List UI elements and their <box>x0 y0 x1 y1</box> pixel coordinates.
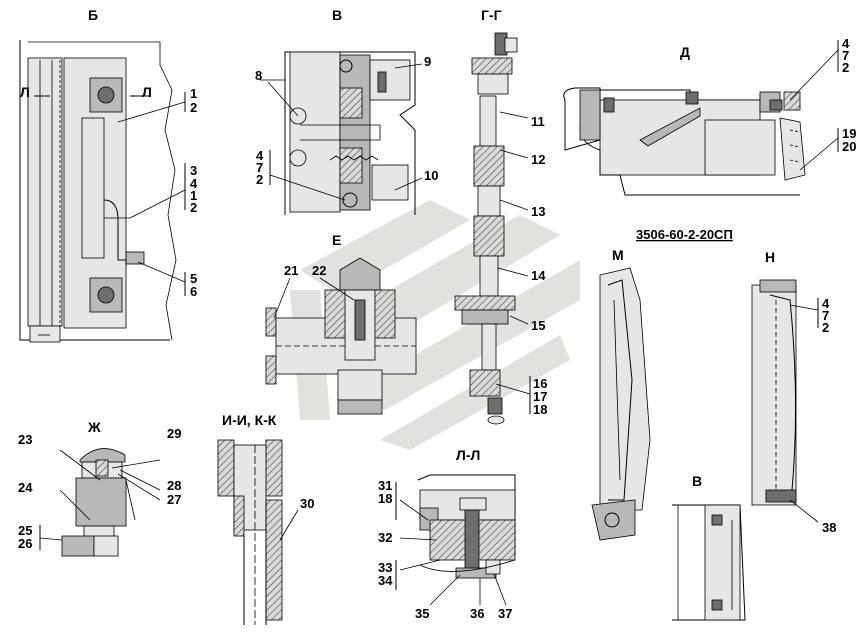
view-title-v: В <box>332 7 342 23</box>
callout-29: 29 <box>167 426 181 441</box>
callout-1-b: 1 <box>190 86 197 101</box>
callout-2-b2: 2 <box>190 200 197 215</box>
view-m-panel <box>591 267 651 541</box>
callout-26: 26 <box>18 536 32 551</box>
callout-31: 31 <box>378 478 392 493</box>
callout-4-n: 4 <box>822 296 830 311</box>
view-gg-shaft <box>454 32 531 425</box>
callout-34: 34 <box>378 573 393 588</box>
callout-19: 19 <box>842 126 856 141</box>
callout-37: 37 <box>498 606 512 621</box>
callout-4-v: 4 <box>256 148 264 163</box>
callout-8: 8 <box>255 68 262 83</box>
view-title-ll: Л-Л <box>456 447 480 463</box>
view-b-radiator <box>19 40 186 343</box>
view-ii-kk-pipe <box>217 439 299 625</box>
view-d-frame <box>563 40 839 196</box>
callout-32: 32 <box>378 530 392 545</box>
callout-7-n: 7 <box>822 308 829 323</box>
view-title-e: Е <box>332 232 341 248</box>
callout-11: 11 <box>531 114 545 129</box>
callout-2-v: 2 <box>256 172 263 187</box>
view-title-b: Б <box>88 7 98 23</box>
view-title-gg: Г-Г <box>481 7 502 23</box>
callout-2-n: 2 <box>822 320 829 335</box>
callout-4-d: 4 <box>842 36 850 51</box>
view-n-panel <box>751 279 819 523</box>
callout-7-d: 7 <box>842 48 849 63</box>
view-title-ii-kk: И-И, К-К <box>222 412 277 428</box>
view-title-m: М <box>612 247 624 263</box>
section-mark-l-right: Л <box>142 84 152 100</box>
callout-21: 21 <box>284 263 298 278</box>
callout-6: 6 <box>190 284 197 299</box>
view-zh-valve <box>39 448 161 557</box>
callout-15: 15 <box>531 318 545 333</box>
callout-14: 14 <box>531 268 546 283</box>
view-title-v2: В <box>692 473 702 489</box>
view-ll-mount <box>395 474 516 606</box>
callout-30: 30 <box>300 496 314 511</box>
view-title-zh: Ж <box>87 419 101 435</box>
callout-10: 10 <box>424 168 438 183</box>
section-mark-l-left: Л <box>20 84 30 100</box>
callout-18-gg: 18 <box>533 402 547 417</box>
callout-20: 20 <box>842 139 856 154</box>
callout-35: 35 <box>415 606 429 621</box>
callout-2-d: 2 <box>842 60 849 75</box>
callout-13: 13 <box>531 204 545 219</box>
callout-3: 3 <box>190 163 197 178</box>
callout-36: 36 <box>470 606 484 621</box>
callout-38: 38 <box>822 520 836 535</box>
callout-9: 9 <box>424 54 431 69</box>
view-title-d: Д <box>680 44 690 60</box>
callout-23: 23 <box>18 432 32 447</box>
callout-1-b2: 1 <box>190 188 197 203</box>
callout-7-v: 7 <box>256 160 263 175</box>
callout-33: 33 <box>378 560 392 575</box>
callout-5: 5 <box>190 271 197 286</box>
view-v-section <box>260 51 423 215</box>
callout-2-b: 2 <box>190 100 197 115</box>
view-title-n: Н <box>765 249 775 265</box>
callout-25: 25 <box>18 523 32 538</box>
callout-17: 17 <box>533 389 547 404</box>
callout-24: 24 <box>18 480 33 495</box>
callout-12: 12 <box>531 152 545 167</box>
callout-27: 27 <box>167 492 181 507</box>
view-v2-detail <box>672 504 746 621</box>
callout-18-ll: 18 <box>378 491 392 506</box>
view-e-fitting <box>265 257 417 415</box>
callout-22: 22 <box>312 263 326 278</box>
callout-16: 16 <box>533 376 547 391</box>
drawing-code: 3506-60-2-20СП <box>636 227 733 242</box>
callout-28: 28 <box>167 478 181 493</box>
callout-4-b: 4 <box>190 176 198 191</box>
